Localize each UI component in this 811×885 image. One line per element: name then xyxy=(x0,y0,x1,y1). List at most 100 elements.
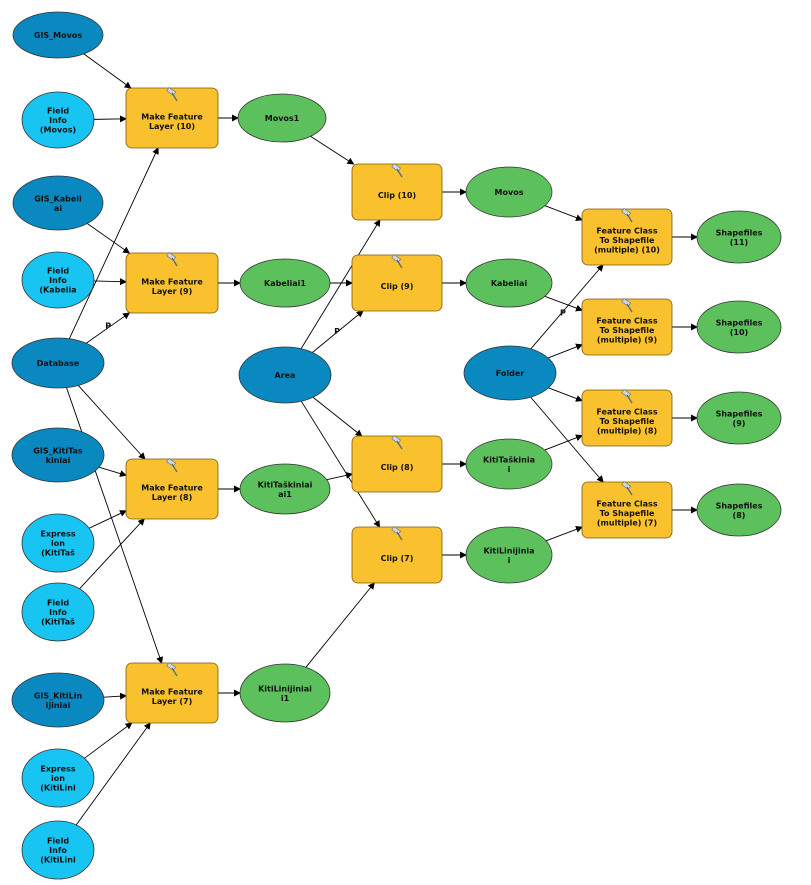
variable-ellipse[interactable] xyxy=(465,166,553,218)
variable-ellipse[interactable] xyxy=(696,210,782,264)
variable-ellipse[interactable] xyxy=(239,663,331,723)
connector-fi_kabeliai-to-mfl9[interactable] xyxy=(93,278,127,286)
connector-area-to-clip8[interactable] xyxy=(312,396,363,437)
connector-database-to-mfl8[interactable] xyxy=(77,385,146,460)
connector-area-to-clip7[interactable] xyxy=(300,400,381,528)
node-shp10[interactable]: Shapefiles(10) xyxy=(696,300,782,354)
connector-kabeliai-to-fcs9[interactable] xyxy=(544,295,583,312)
node-clip10[interactable]: Clip (10) xyxy=(351,163,443,221)
variable-ellipse[interactable] xyxy=(465,438,553,490)
connector-kitilin1-to-clip7[interactable] xyxy=(305,582,375,668)
connector-movos1-to-clip10[interactable] xyxy=(310,135,355,165)
connector-folder-to-fcs8[interactable] xyxy=(548,387,583,402)
connector-gis_kitilin-to-mfl7[interactable] xyxy=(103,692,127,700)
tool-box[interactable] xyxy=(581,298,673,356)
node-clip9[interactable]: Clip (9) xyxy=(351,254,443,312)
variable-ellipse[interactable] xyxy=(239,258,331,308)
node-shp11[interactable]: Shapefiles(11) xyxy=(696,210,782,264)
connector-folder-to-fcs7[interactable] xyxy=(530,396,604,483)
connector-ex_kititas-to-mfl8[interactable] xyxy=(88,510,127,529)
node-database[interactable]: Database xyxy=(11,337,105,389)
tool-box[interactable] xyxy=(125,252,219,314)
variable-ellipse[interactable] xyxy=(21,513,95,573)
variable-ellipse[interactable] xyxy=(465,258,553,308)
tool-box[interactable] xyxy=(351,526,443,584)
connector-folder-to-fcs9[interactable] xyxy=(548,343,583,359)
connector-fi_kitilin-to-mfl7[interactable] xyxy=(75,722,151,826)
tool-box[interactable] xyxy=(351,163,443,221)
node-gis_kabeliai[interactable]: GIS_Kabeliai xyxy=(12,175,104,231)
node-shp9[interactable]: Shapefiles(9) xyxy=(696,391,782,445)
node-gis_kitilin[interactable]: GIS_KitiLinijiniai xyxy=(11,672,105,728)
variable-ellipse[interactable] xyxy=(696,300,782,354)
connector-gis_movos-to-mfl10[interactable] xyxy=(83,53,132,89)
connector-area-to-clip10[interactable] xyxy=(300,219,381,349)
tool-box[interactable] xyxy=(351,254,443,312)
node-kabeliai1[interactable]: Kabeliai1 xyxy=(239,258,331,308)
connector-kititas1-to-clip8[interactable] xyxy=(326,471,353,481)
connector-movos-to-fcs10[interactable] xyxy=(544,205,583,221)
connector-kitilin-to-fcs7[interactable] xyxy=(545,526,583,542)
variable-ellipse[interactable] xyxy=(238,346,332,404)
tool-box[interactable] xyxy=(581,389,673,447)
variable-ellipse[interactable] xyxy=(696,483,782,537)
tool-box[interactable] xyxy=(581,481,673,539)
connector-gis_kititas-to-mfl8[interactable] xyxy=(98,466,127,477)
connector-kititas-to-fcs8[interactable] xyxy=(544,434,583,451)
connector-gis_kabeliai-to-mfl9[interactable] xyxy=(86,223,131,254)
node-gis_movos[interactable]: GIS_Movos xyxy=(12,11,104,59)
node-shp8[interactable]: Shapefiles(8) xyxy=(696,483,782,537)
connector-area-to-clip9[interactable] xyxy=(312,310,364,353)
variable-ellipse[interactable] xyxy=(12,175,104,231)
node-movos1[interactable]: Movos1 xyxy=(237,93,327,143)
node-movos[interactable]: Movos xyxy=(465,166,553,218)
node-kititas[interactable]: KitiTaškiniai xyxy=(465,438,553,490)
connector-fi_kititas-to-mfl8[interactable] xyxy=(79,518,145,590)
node-area[interactable]: Area xyxy=(238,346,332,404)
variable-ellipse[interactable] xyxy=(237,93,327,143)
variable-ellipse[interactable] xyxy=(21,91,95,149)
variable-ellipse[interactable] xyxy=(465,526,553,584)
variable-ellipse[interactable] xyxy=(21,820,95,880)
tool-box[interactable] xyxy=(351,435,443,493)
variable-ellipse[interactable] xyxy=(11,427,105,483)
tool-box[interactable] xyxy=(125,87,219,149)
node-clip7[interactable]: Clip (7) xyxy=(351,526,443,584)
connector-fi_movos-to-mfl10[interactable] xyxy=(93,115,127,123)
variable-ellipse[interactable] xyxy=(463,345,557,401)
variable-ellipse[interactable] xyxy=(11,672,105,728)
connector-folder-to-fcs10[interactable] xyxy=(530,264,604,350)
node-kabeliai[interactable]: Kabeliai xyxy=(465,258,553,308)
variable-ellipse[interactable] xyxy=(696,391,782,445)
tool-box[interactable] xyxy=(125,458,219,520)
node-kitilin[interactable]: KitiLinijiniai xyxy=(465,526,553,584)
node-folder[interactable]: Folder xyxy=(463,345,557,401)
connector-database-to-mfl9[interactable] xyxy=(85,312,131,344)
variable-ellipse[interactable] xyxy=(21,748,95,808)
tool-box[interactable] xyxy=(581,208,673,266)
variable-ellipse[interactable] xyxy=(21,251,95,309)
variable-ellipse[interactable] xyxy=(239,463,331,515)
connector-ex_kitilin-to-mfl7[interactable] xyxy=(84,722,133,759)
tool-box[interactable] xyxy=(125,662,219,724)
node-clip8[interactable]: Clip (8) xyxy=(351,435,443,493)
variable-ellipse[interactable] xyxy=(12,11,104,59)
variable-ellipse[interactable] xyxy=(11,337,105,389)
